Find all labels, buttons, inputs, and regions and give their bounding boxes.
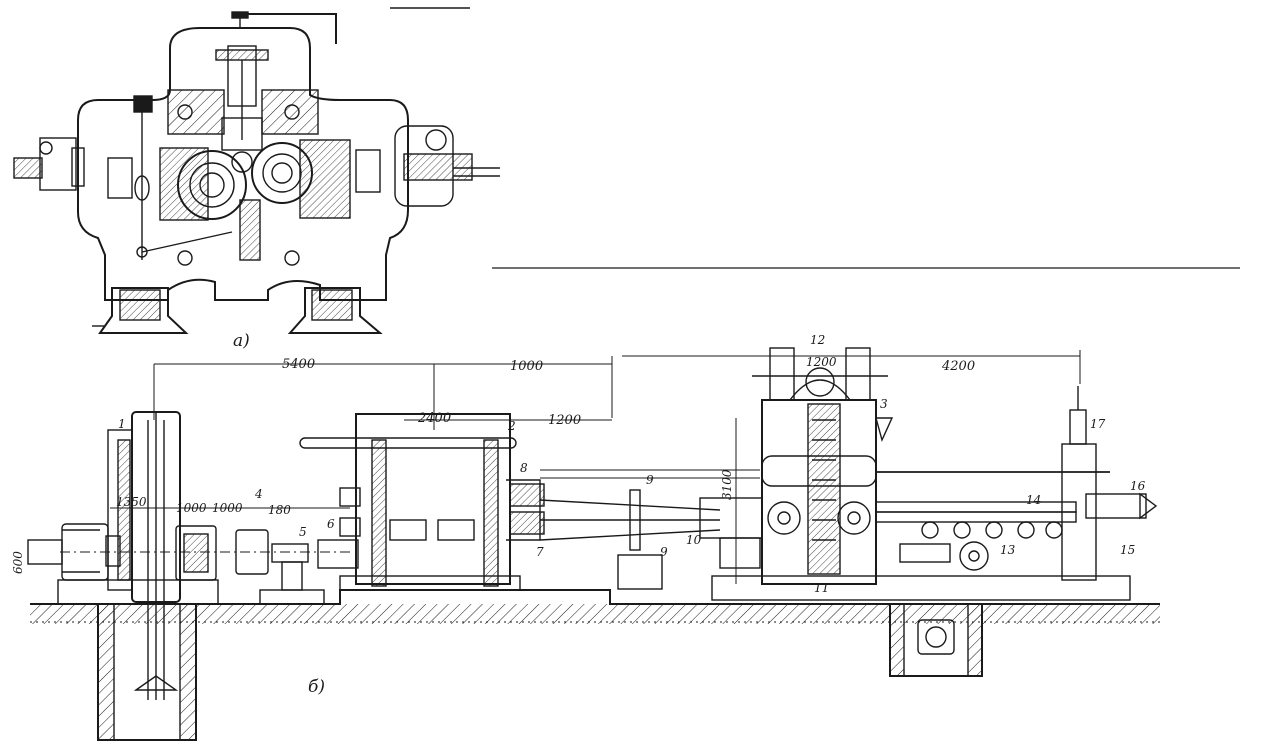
dimension-label: 4200 bbox=[941, 359, 975, 374]
caption-view-a: a) bbox=[233, 331, 250, 351]
dimension-label: 1350 bbox=[116, 495, 147, 509]
part-number: 9 bbox=[660, 545, 668, 559]
part-number: 14 bbox=[1026, 493, 1041, 507]
dimension-label: 1200 bbox=[806, 355, 837, 369]
part-number: 9 bbox=[646, 473, 654, 487]
caption-view-b: б) bbox=[308, 677, 325, 697]
dimension-lines bbox=[110, 350, 1081, 584]
part-number: 13 bbox=[1000, 543, 1016, 557]
dimension-label: 600 bbox=[11, 551, 25, 574]
part-number: 12 bbox=[810, 333, 825, 347]
dimension-label: 1000 bbox=[212, 501, 243, 515]
dimension-label: 180 bbox=[268, 503, 291, 517]
part-number: 16 bbox=[1130, 479, 1146, 493]
part-number: 11 bbox=[814, 581, 829, 595]
part-number: 2 bbox=[507, 419, 516, 433]
part-number: 7 bbox=[536, 545, 544, 559]
part-number: 5 bbox=[299, 525, 307, 539]
part-number: 6 bbox=[327, 517, 335, 531]
view-a-cross-section bbox=[13, 7, 1240, 334]
dimension-label: 5400 bbox=[282, 357, 315, 372]
dimension-label: 1200 bbox=[548, 413, 581, 428]
dimension-label: 3100 bbox=[720, 469, 734, 500]
part-number: 10 bbox=[686, 533, 702, 547]
dimension-label: 2400 bbox=[417, 411, 451, 426]
part-number: 15 bbox=[1120, 543, 1135, 557]
part-number: 4 bbox=[254, 487, 263, 501]
part-number: 3 bbox=[880, 397, 888, 411]
part-number: 8 bbox=[520, 461, 528, 475]
view-b-elevation bbox=[27, 347, 1160, 741]
part-number: 17 bbox=[1090, 417, 1106, 431]
part-number: 1 bbox=[118, 417, 126, 431]
dimension-label: 1000 bbox=[176, 501, 207, 515]
dimension-label: 1000 bbox=[510, 359, 543, 374]
